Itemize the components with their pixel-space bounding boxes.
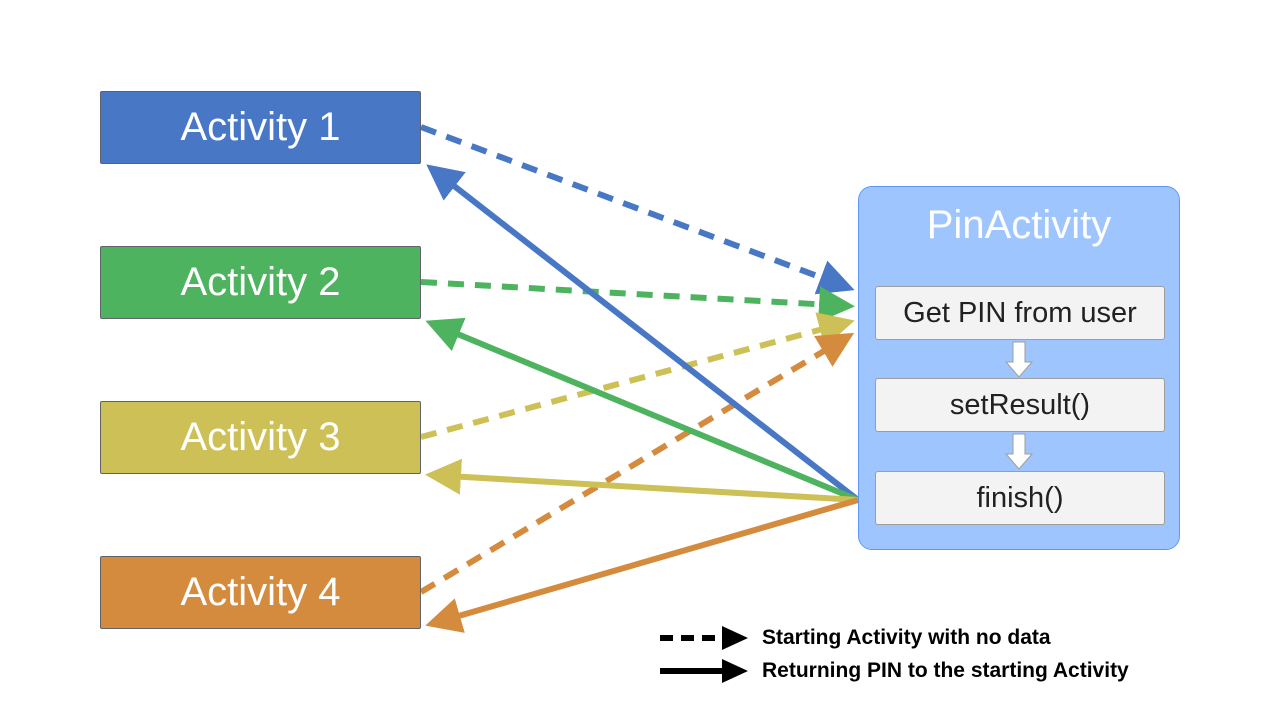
legend-solid-row: Returning PIN to the starting Activity xyxy=(658,656,1129,686)
step-finish-label: finish() xyxy=(976,481,1064,514)
return-arrow-activity-3 xyxy=(425,458,859,503)
step-get-pin-label: Get PIN from user xyxy=(903,296,1137,329)
activity-3-box: Activity 3 xyxy=(100,401,421,474)
step-set-result: setResult() xyxy=(875,378,1165,432)
step-finish: finish() xyxy=(875,471,1165,525)
dashed-arrow-icon xyxy=(660,626,748,650)
start-arrow-activity-1 xyxy=(419,124,855,295)
activity-1-label: Activity 1 xyxy=(180,105,341,149)
legend-dashed-label: Starting Activity with no data xyxy=(762,626,1051,649)
pin-activity-panel: PinActivity Get PIN from user setResult(… xyxy=(858,186,1180,550)
return-arrow-activity-1 xyxy=(426,164,860,503)
activity-2-box: Activity 2 xyxy=(100,246,421,319)
step-set-result-label: setResult() xyxy=(949,388,1091,421)
activity-3-label: Activity 3 xyxy=(180,415,341,459)
return-arrow-activity-2 xyxy=(425,317,860,503)
start-arrow-activity-2 xyxy=(420,279,855,323)
activity-2-label: Activity 2 xyxy=(180,260,341,304)
down-arrow-icon xyxy=(1004,341,1034,378)
start-arrow-activity-3 xyxy=(420,312,855,440)
start-arrow-activity-4 xyxy=(419,332,855,595)
activity-4-box: Activity 4 xyxy=(100,556,421,629)
activity-4-label: Activity 4 xyxy=(180,570,341,614)
activity-1-box: Activity 1 xyxy=(100,91,421,164)
pin-activity-title: PinActivity xyxy=(926,203,1112,247)
return-arrow-activity-4 xyxy=(425,497,859,633)
solid-arrow-icon xyxy=(660,659,748,683)
down-arrow-icon xyxy=(1004,433,1034,470)
legend-solid-label: Returning PIN to the starting Activity xyxy=(762,659,1129,682)
step-get-pin: Get PIN from user xyxy=(875,286,1165,340)
legend-dashed-row: Starting Activity with no data xyxy=(658,623,1051,653)
